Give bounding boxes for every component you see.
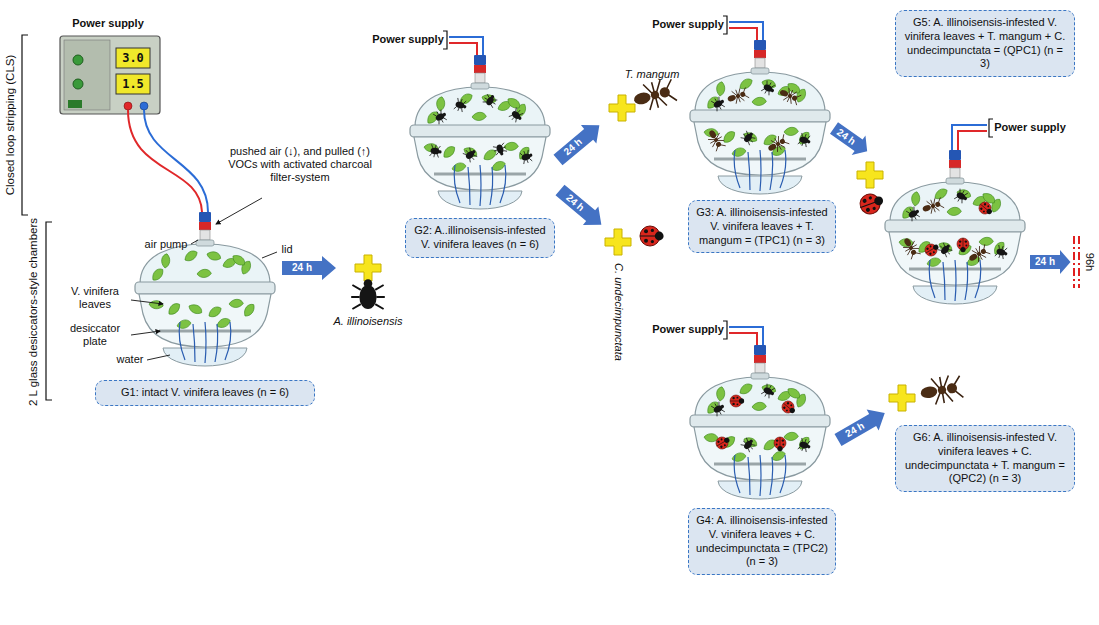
time-arrow	[1030, 250, 1071, 274]
continuation-mark	[1074, 236, 1079, 288]
time-label: 24 h	[292, 263, 312, 273]
device-label: Power supply	[72, 17, 144, 30]
bracket-label: 2 L glass desiccators-style chambers	[27, 218, 41, 406]
leader-line	[131, 198, 277, 360]
time-arrow	[282, 256, 336, 280]
part-label: lid	[281, 243, 292, 256]
plus-sign	[605, 229, 631, 255]
group-text: G3: A. illinoisensis-infested V. vinifer…	[695, 206, 829, 247]
plus-sign	[609, 95, 635, 121]
device-label: Power supply	[372, 33, 444, 46]
ant-icon	[631, 77, 678, 113]
plus-sign	[889, 385, 915, 411]
display-reading: 3.0	[122, 51, 144, 65]
part-label: water	[117, 353, 144, 366]
organism-label: T. mangum	[625, 68, 680, 81]
desiccator-chamber	[885, 150, 1025, 304]
group-text: G5: A. illinoisensis-infested V. vinifer…	[902, 16, 1068, 71]
desiccator-chamber	[690, 40, 830, 194]
group-text: G6: A. illinoisensis-infested V. vinifer…	[902, 431, 1068, 486]
time-arrow	[827, 118, 874, 161]
mealybug-icon	[351, 279, 385, 309]
bracket	[46, 222, 52, 400]
wire	[144, 110, 208, 212]
desiccator-chamber	[135, 212, 275, 366]
time-arrow	[832, 403, 891, 451]
ladybird-icon	[857, 190, 886, 217]
display-reading: 1.5	[122, 77, 144, 91]
desiccator-chamber	[410, 55, 550, 209]
group-text: G4: A. illinoisensis-infested V. vinifer…	[695, 514, 829, 569]
organism-label: A. illinoisensis	[333, 315, 402, 328]
annotation: pushed air (↓), and pulled (↑) VOCs with…	[225, 145, 375, 185]
device-label: Power supply	[994, 121, 1066, 134]
wire	[128, 110, 202, 212]
group-box: G4: A. illinoisensis-infested V. vinifer…	[688, 508, 836, 575]
time-label: 24 h	[1035, 257, 1055, 267]
time-label: 96h	[1082, 253, 1095, 271]
bracket-label: Closed loop stripping (CLS)	[4, 55, 18, 196]
group-box: G1: intact V. vinifera leaves (n = 6)	[95, 380, 315, 406]
group-text: G2: A..illinoisensis-infested V. vinifer…	[412, 224, 548, 252]
ant-icon	[918, 374, 963, 407]
bracket	[22, 35, 28, 215]
device-label: Power supply	[652, 18, 724, 31]
group-box: G6: A. illinoisensis-infested V. vinifer…	[895, 425, 1075, 492]
group-box: G3: A. illinoisensis-infested V. vinifer…	[688, 200, 836, 253]
power-supply-device	[60, 36, 160, 114]
part-label: V. vinifera leaves	[61, 285, 129, 311]
device-label: Power supply	[652, 323, 724, 336]
plus-sign	[857, 162, 883, 188]
time-arrow	[550, 116, 607, 169]
part-label: air pump	[145, 238, 188, 251]
part-label: desiccator plate	[60, 322, 130, 348]
desiccator-chamber	[690, 345, 830, 499]
plus-sign	[355, 255, 381, 281]
ladybird-icon	[640, 226, 664, 246]
group-text: G1: intact V. vinifera leaves (n = 6)	[102, 386, 308, 400]
organism-label: C. undecimpunctata	[611, 263, 624, 361]
group-box: G2: A..illinoisensis-infested V. vinifer…	[405, 218, 555, 258]
time-arrow	[552, 181, 609, 234]
group-box: G5: A. illinoisensis-infested V. vinifer…	[895, 10, 1075, 77]
